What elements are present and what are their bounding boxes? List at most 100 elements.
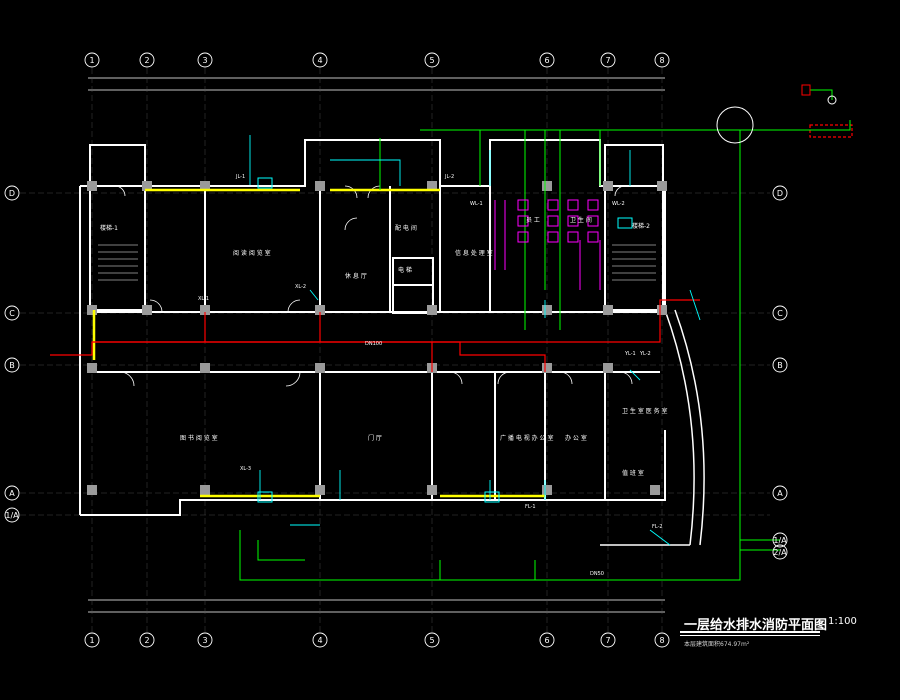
- axis-label: 4: [317, 636, 322, 645]
- axis-bubble-circle: [312, 632, 328, 648]
- axis-bubble-top: 7: [600, 52, 616, 68]
- axis-label: 4: [317, 56, 322, 65]
- axis-bubble-circle: [539, 632, 555, 648]
- axis-bubble-right: B: [772, 357, 788, 373]
- axis-bubble-circle: [772, 544, 788, 560]
- axis-bubble-bottom: 1: [84, 632, 100, 648]
- axis-label: C: [777, 309, 783, 318]
- axis-bubble-circle: [424, 52, 440, 68]
- drainage-pipe: [249, 135, 701, 546]
- axis-bubble-top: 5: [424, 52, 440, 68]
- plumbing-fixtures: [494, 199, 601, 290]
- axis-label: D: [9, 189, 15, 198]
- room-restroom: 卫 生 间: [570, 216, 592, 224]
- top-dimension-lines: [88, 77, 665, 613]
- axis-bubble-bottom: 4: [312, 632, 328, 648]
- column: [200, 181, 210, 191]
- pipe-tag: WL-2: [612, 201, 625, 207]
- column: [87, 485, 97, 495]
- axis-bubble-circle: [4, 185, 20, 201]
- column: [200, 363, 210, 373]
- axis-bubble-circle: [84, 632, 100, 648]
- axis-bubble-bottom: 6: [539, 632, 555, 648]
- axis-label: 2: [144, 636, 149, 645]
- axis-bubble-top: 3: [197, 52, 213, 68]
- room-office: 广 播 电 视 办 公 室: [500, 434, 553, 442]
- axis-bubbles-top: 1 2 3 4 5 6 7 8: [84, 52, 670, 68]
- room-stair-right: 楼梯-2: [632, 222, 650, 230]
- meter-well: [716, 84, 837, 144]
- pipe-tag: YL-1: [624, 351, 636, 357]
- axis-bubble-circle: [600, 52, 616, 68]
- axis-bubble-circle: [312, 52, 328, 68]
- column: [142, 305, 152, 315]
- drawing-scale: 1:100: [828, 616, 857, 627]
- drawing-title: 一层给水排水消防平面图: [684, 618, 828, 633]
- axis-label: C: [9, 309, 15, 318]
- room-health: 卫 生 室 医 务 室: [622, 407, 668, 415]
- room-equip: 配 电 间: [395, 224, 417, 232]
- pipe-tag: XL-1: [198, 296, 209, 302]
- room-reading-room: 阅 读 阅 览 室: [233, 249, 271, 257]
- column: [315, 485, 325, 495]
- column: [657, 305, 667, 315]
- column: [87, 181, 97, 191]
- drawing-subtitle: 本层建筑面积674.97m²: [684, 641, 750, 648]
- axis-label: 1: [89, 56, 94, 65]
- room-stair-left: 楼梯-1: [100, 224, 118, 232]
- axis-bubble-circle: [197, 632, 213, 648]
- fire-main-pipe: [50, 124, 853, 372]
- axis-label: 3: [202, 56, 207, 65]
- axis-bubble-right: D: [772, 185, 788, 201]
- room-hall: 门 厅: [368, 434, 382, 442]
- axis-bubble-top: 2: [139, 52, 155, 68]
- pipe-tag: DN50: [590, 571, 604, 577]
- axis-label: 1: [89, 636, 94, 645]
- axis-label: 6: [544, 56, 549, 65]
- axis-label: 7: [605, 56, 610, 65]
- room-info-room: 信 息 处 理 室: [455, 249, 493, 257]
- pipe-tags: JL-1 JL-2 WL-1 WL-2 XL-1 XL-2 XL-3 YL-1 …: [198, 174, 663, 577]
- axis-bubble-circle: [772, 305, 788, 321]
- pipe-tag: XL-2: [295, 284, 306, 290]
- column: [542, 305, 552, 315]
- column: [427, 485, 437, 495]
- column: [315, 181, 325, 191]
- column: [603, 305, 613, 315]
- axis-bubble-bottom: 3: [197, 632, 213, 648]
- title-underline: [680, 631, 820, 633]
- axis-label: 2/A: [773, 548, 787, 557]
- column: [603, 363, 613, 373]
- pipe-tag: WL-1: [470, 201, 483, 207]
- axis-bubble-circle: [772, 532, 788, 548]
- axis-label: A: [777, 489, 783, 498]
- stair-treads: [98, 244, 656, 281]
- axis-bubble-circle: [4, 485, 20, 501]
- axis-bubble-left: D: [4, 185, 20, 201]
- title-block: 一层给水排水消防平面图 1:100 本层建筑面积674.97m²: [676, 612, 886, 652]
- column: [200, 305, 210, 315]
- axis-bubble-circle: [424, 632, 440, 648]
- pipe-tag: XL-3: [240, 466, 251, 472]
- axis-bubble-circle: [4, 305, 20, 321]
- axis-bubble-circle: [772, 485, 788, 501]
- curved-facade: [600, 309, 705, 546]
- axis-bubble-left: A: [4, 485, 20, 501]
- pipe-tag: FL-1: [525, 504, 536, 510]
- axis-label: B: [777, 361, 783, 370]
- column: [657, 181, 667, 191]
- room-elevator: 电 梯: [398, 266, 412, 274]
- column: [542, 181, 552, 191]
- pipe-tag: JL-1: [235, 174, 245, 180]
- fire-hydrant-boxes: [257, 177, 633, 503]
- column: [603, 181, 613, 191]
- axis-bubble-circle: [654, 632, 670, 648]
- axis-bubble-left: B: [4, 357, 20, 373]
- axis-label: 8: [659, 56, 664, 65]
- water-supply-pipe: [239, 89, 851, 581]
- column: [542, 363, 552, 373]
- axis-bubble-circle: [139, 52, 155, 68]
- axis-bubble-circle: [84, 52, 100, 68]
